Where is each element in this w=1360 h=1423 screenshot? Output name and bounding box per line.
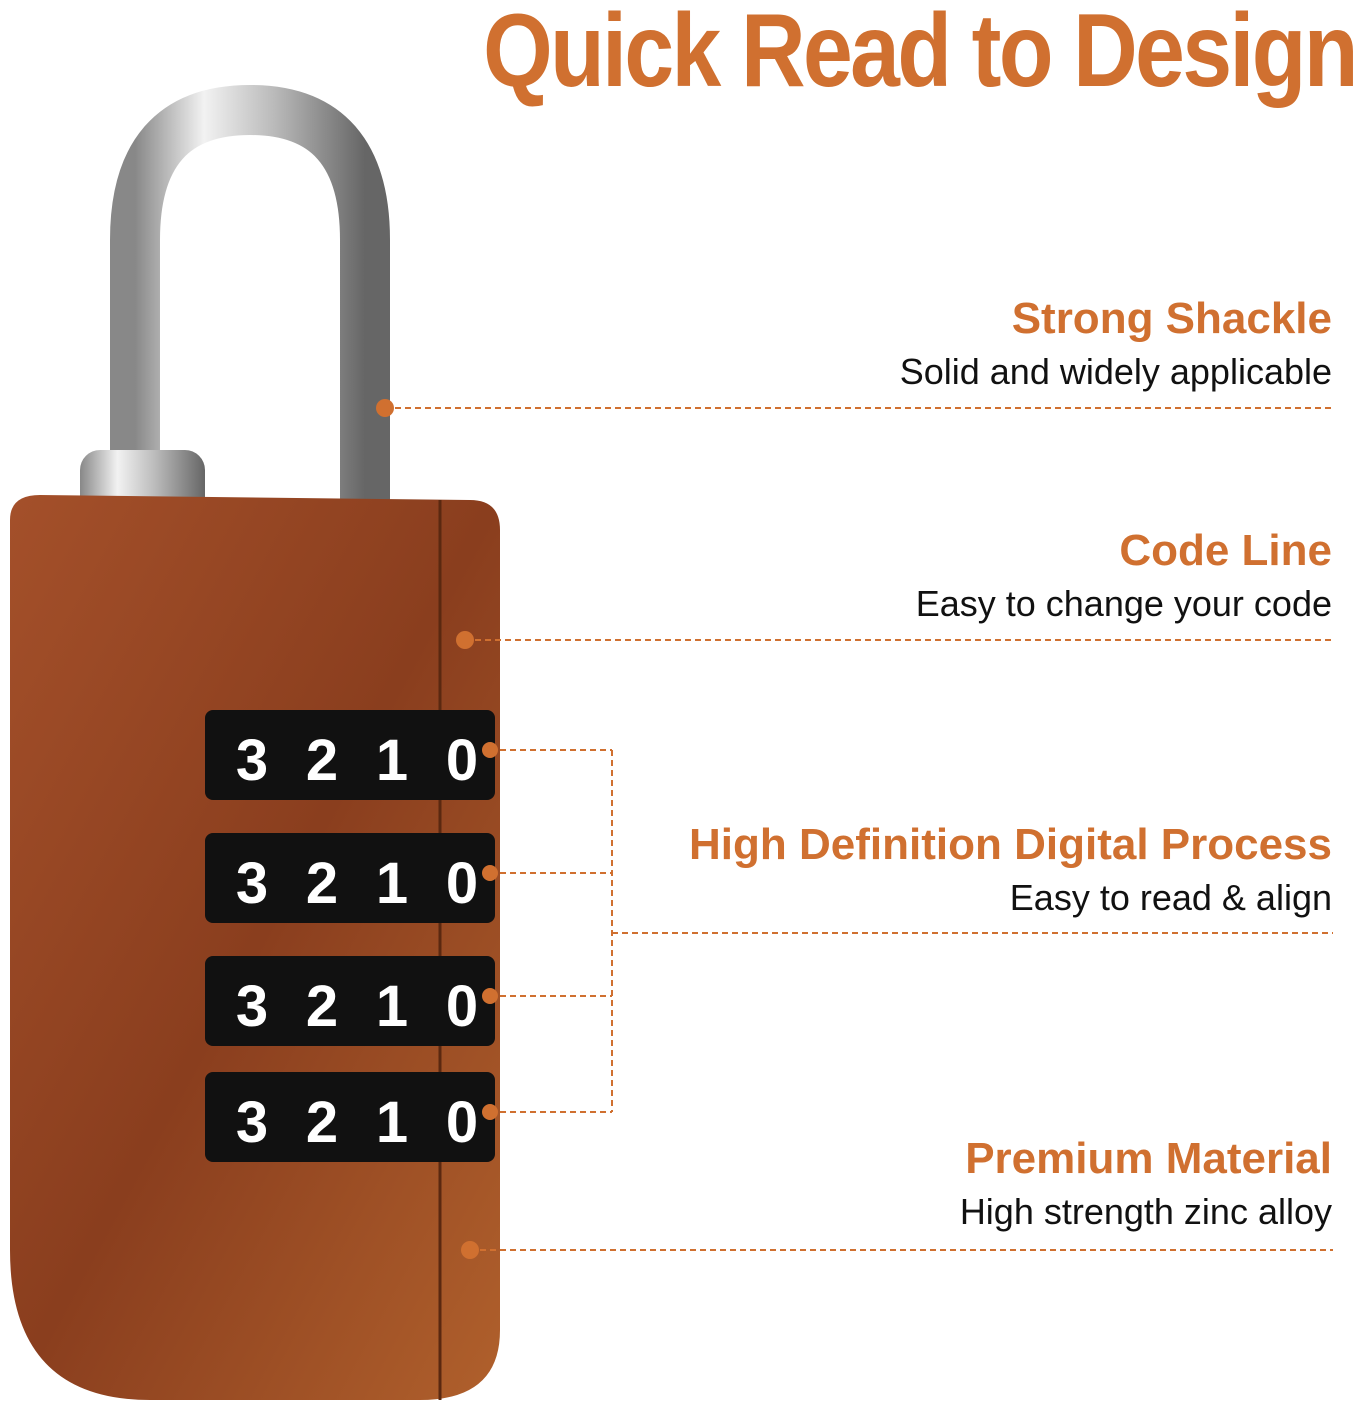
dial-digit: 2 xyxy=(306,851,338,916)
dial-digit: 2 xyxy=(306,974,338,1039)
dial-digit: 2 xyxy=(306,1090,338,1155)
lock-body xyxy=(10,495,500,1400)
dial-digit: 3 xyxy=(236,728,268,793)
feature-description: Easy to read & align xyxy=(1009,877,1332,918)
feature-heading: Strong Shackle xyxy=(1011,294,1332,343)
dial-digit: 1 xyxy=(376,974,408,1039)
combination-dial[interactable] xyxy=(205,710,495,800)
shackle xyxy=(110,84,390,560)
combination-dial[interactable] xyxy=(205,1072,495,1162)
feature-strong-shackle: Strong Shackle Solid and widely applicab… xyxy=(900,292,1332,398)
feature-description: Easy to change your code xyxy=(915,583,1332,624)
dial-digit: 1 xyxy=(376,728,408,793)
dial-digit: 0 xyxy=(446,728,478,793)
feature-heading: Premium Material xyxy=(965,1134,1332,1183)
combination-dial[interactable] xyxy=(205,833,495,923)
dial-digit: 0 xyxy=(446,851,478,916)
feature-description: Solid and widely applicable xyxy=(899,351,1332,392)
dial-digit: 2 xyxy=(306,728,338,793)
callout-lines xyxy=(385,407,1333,1251)
dial-digit: 3 xyxy=(236,1090,268,1155)
dial-digit: 3 xyxy=(236,974,268,1039)
dial-digit: 1 xyxy=(376,851,408,916)
callout-dots xyxy=(376,399,498,1259)
combination-dial[interactable] xyxy=(205,956,495,1046)
dial-digit: 0 xyxy=(446,974,478,1039)
feature-code-line: Code Line Easy to change your code xyxy=(916,524,1332,630)
feature-description: High strength zinc alloy xyxy=(959,1191,1332,1232)
dial-digit: 0 xyxy=(446,1090,478,1155)
feature-premium-material: Premium Material High strength zinc allo… xyxy=(960,1132,1332,1238)
dial-digit: 1 xyxy=(376,1090,408,1155)
page-title: Quick Read to Design xyxy=(483,0,1358,109)
feature-heading: High Definition Digital Process xyxy=(689,820,1332,869)
feature-heading: Code Line xyxy=(1119,526,1332,575)
dial-digit: 3 xyxy=(236,851,268,916)
feature-hd-digital-process: High Definition Digital Process Easy to … xyxy=(689,818,1332,924)
